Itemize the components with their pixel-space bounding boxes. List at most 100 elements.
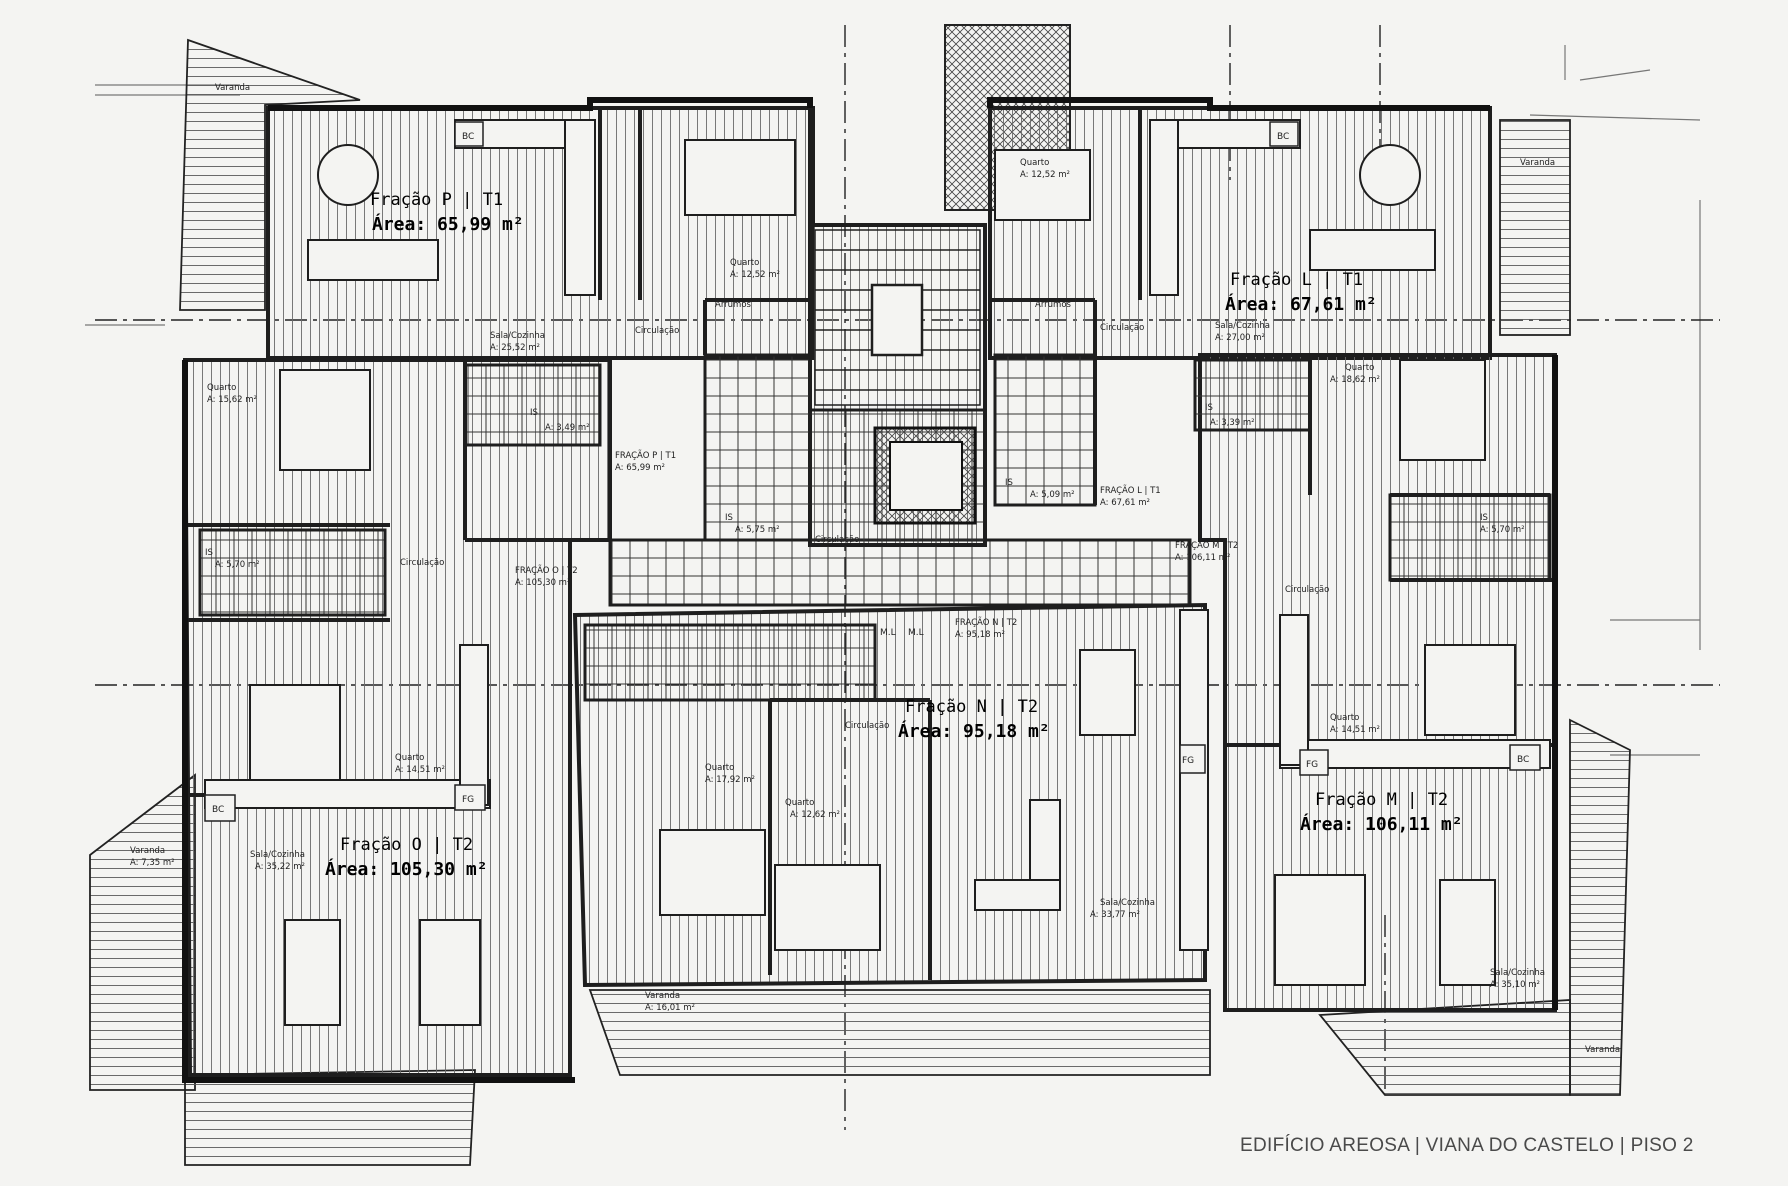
fixture-ml: M.L <box>880 628 896 638</box>
room-area: A: 105,30 m² <box>515 578 570 588</box>
room-label: FRAÇÃO L | T1 <box>1100 485 1161 496</box>
room-area: A: 33,77 m² <box>1090 910 1140 920</box>
elevator <box>873 426 977 525</box>
room-area: A: 12,52 m² <box>1020 170 1070 180</box>
room-label: FRAÇÃO P | T1 <box>615 450 676 461</box>
room-label: Sala/Cozinha <box>250 850 305 860</box>
unit-m-title: Fração M | T2 <box>1315 790 1448 810</box>
room-label: Varanda <box>215 83 250 93</box>
unit-p-area: Área: 65,99 m² <box>372 213 524 235</box>
unit-o-bath1 <box>463 363 602 447</box>
room-area: A: 35,22 m² <box>255 862 305 872</box>
room-area: A: 3,39 m² <box>1210 418 1255 428</box>
unit-o-bath2 <box>198 528 387 617</box>
exterior-walls <box>182 97 1558 1083</box>
fixture-fg: FG <box>1306 760 1318 770</box>
room-label: IS <box>205 548 213 558</box>
fixture-bc: BC <box>1277 132 1289 142</box>
floor-label: PISO 2 <box>1630 1135 1694 1156</box>
room-label: Circulação <box>400 558 444 568</box>
room-label: Quarto <box>705 763 734 773</box>
unit-l-area: Área: 67,61 m² <box>1225 293 1377 315</box>
room-label: Quarto <box>1345 363 1374 373</box>
room-label: IS <box>1005 478 1013 488</box>
building-name: EDIFÍCIO AREOSA <box>1240 1135 1410 1156</box>
room-label: IS <box>530 408 538 418</box>
room-label: Circulação <box>1100 323 1144 333</box>
fixture-fg: FG <box>1182 756 1194 766</box>
room-area: A: 3,49 m² <box>545 423 590 433</box>
terraces <box>89 38 1631 1166</box>
room-label: IS <box>1205 403 1213 413</box>
unit-n-area: Área: 95,18 m² <box>898 720 1050 742</box>
separator: | <box>1414 1135 1421 1156</box>
fixture-bc: BC <box>462 132 474 142</box>
room-label: Varanda <box>1520 158 1555 168</box>
separator: | <box>1619 1135 1626 1156</box>
room-area: A: 25,52 m² <box>490 343 540 353</box>
room-label: Quarto <box>395 753 424 763</box>
room-label: Quarto <box>730 258 759 268</box>
unit-n-title: Fração N | T2 <box>905 697 1038 717</box>
footer-caption: EDIFÍCIO AREOSA | VIANA DO CASTELO | PIS… <box>1240 1135 1694 1157</box>
staircase <box>814 229 981 406</box>
unit-m-bath1 <box>1193 358 1312 432</box>
room-label: Quarto <box>785 798 814 808</box>
room-area: A: 14,51 m² <box>1330 725 1380 735</box>
room-area: A: 27,00 m² <box>1215 333 1265 343</box>
room-area: A: 5,75 m² <box>735 525 780 535</box>
room-label: Quarto <box>1020 158 1049 168</box>
room-label: Circulação <box>845 721 889 731</box>
room-area: A: 95,18 m² <box>955 630 1005 640</box>
room-label: Quarto <box>207 383 236 393</box>
fixture-ml: M.L <box>908 628 924 638</box>
unit-p-title: Fração P | T1 <box>370 190 503 210</box>
unit-p-bath <box>703 353 812 542</box>
unit-o-title: Fração O | T2 <box>340 835 473 855</box>
city-name: VIANA DO CASTELO <box>1425 1135 1615 1156</box>
room-label: Sala/Cozinha <box>1100 898 1155 908</box>
unit-m-bath2 <box>1388 493 1552 582</box>
labels: Fração P | T1 Área: 65,99 m² Fração L | … <box>130 83 1620 1055</box>
room-label: Circulação <box>1285 585 1329 595</box>
unit-l-bath <box>993 353 1097 507</box>
room-label: Varanda <box>1585 1045 1620 1055</box>
room-label: FRAÇÃO M | T2 <box>1175 540 1238 551</box>
room-area: A: 16,01 m² <box>645 1003 695 1013</box>
room-label: Quarto <box>1330 713 1359 723</box>
common-corridor <box>608 538 1192 607</box>
room-label: Circulação <box>635 326 679 336</box>
room-label: FRAÇÃO O | T2 <box>515 565 578 576</box>
beds <box>249 139 1516 951</box>
furniture <box>284 144 1496 1026</box>
room-area: A: 12,62 m² <box>790 810 840 820</box>
unit-l-title: Fração L | T1 <box>1230 270 1363 290</box>
room-area: A: 15,62 m² <box>207 395 257 405</box>
room-area: A: 12,52 m² <box>730 270 780 280</box>
room-area: A: 18,62 m² <box>1330 375 1380 385</box>
room-label: Sala/Cozinha <box>1490 968 1545 978</box>
room-label: IS <box>1480 513 1488 523</box>
room-area: A: 67,61 m² <box>1100 498 1150 508</box>
fixture-bc: BC <box>1517 755 1529 765</box>
room-area: A: 7,35 m² <box>130 858 175 868</box>
unit-o-area: Área: 105,30 m² <box>325 858 488 880</box>
room-area: A: 5,70 m² <box>1480 525 1525 535</box>
room-area: A: 106,11 m² <box>1175 553 1230 563</box>
room-area: A: 35,10 m² <box>1490 980 1540 990</box>
room-label: Arrumos <box>1035 300 1072 310</box>
room-area: A: 65,99 m² <box>615 463 665 473</box>
room-label: Sala/Cozinha <box>490 331 545 341</box>
room-label: Circulação <box>815 535 859 545</box>
room-area: A: 17,92 m² <box>705 775 755 785</box>
unit-n-baths <box>583 623 877 702</box>
unit-m-area: Área: 106,11 m² <box>1300 813 1463 835</box>
unit-o-floor <box>182 358 612 1077</box>
room-area: A: 5,70 m² <box>215 560 260 570</box>
fixture-fg: FG <box>462 795 474 805</box>
room-label: Varanda <box>130 846 165 856</box>
site-context-lines <box>85 45 1701 756</box>
room-area: A: 5,09 m² <box>1030 490 1075 500</box>
room-label: Arrumos <box>715 300 752 310</box>
